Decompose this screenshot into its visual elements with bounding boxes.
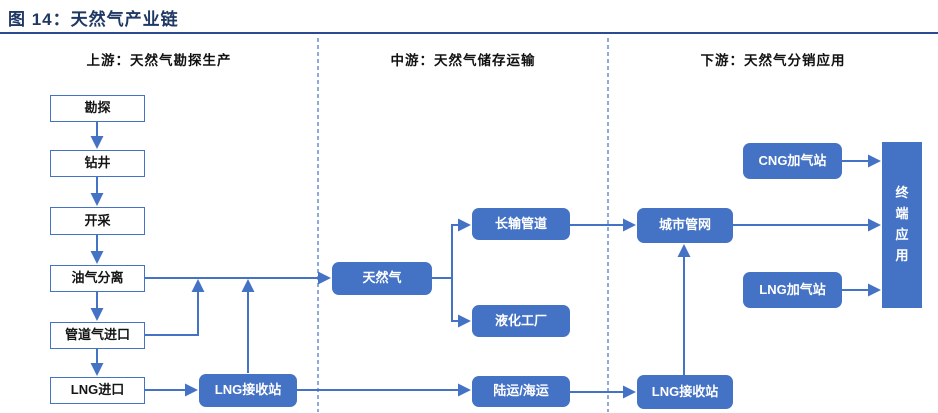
section-header-downstream: 下游：天然气分销应用 [700,53,846,68]
figure-title: 天然气产业链 [70,10,179,29]
node-lng-station: LNG加气站 [743,272,842,308]
section-header-upstream: 上游：天然气勘探生产 [86,53,232,68]
node-drilling: 钻井 [50,150,145,177]
arrow-natural-gas-to-long-pipeline [432,218,471,279]
node-cng-station: CNG加气站 [743,143,842,179]
arrow-natural-gas-to-liquefaction [451,278,471,328]
node-lng-import: LNG进口 [50,377,145,404]
node-extraction: 开采 [50,207,145,235]
node-exploration: 勘探 [50,95,145,122]
node-natural-gas: 天然气 [332,262,432,295]
node-pipeline-gas-import: 管道气进口 [50,322,145,349]
node-city-pipeline-network: 城市管网 [637,208,733,243]
node-lng-receiving-station-upstream: LNG接收站 [199,374,297,407]
section-header-midstream: 中游：天然气储存运输 [390,53,536,68]
figure-number-label: 图 14： [8,10,71,29]
caption-underline [0,32,938,34]
node-oil-gas-separation: 油气分离 [50,265,145,292]
node-liquefaction-plant: 液化工厂 [472,305,570,337]
figure-caption: 图 14：天然气产业链 [8,5,179,30]
node-long-distance-pipeline: 长输管道 [472,208,570,240]
node-terminal-application: 终端应用 [882,142,922,308]
arrow-pipeline-import-join [145,279,205,336]
terminal-application-label: 终端应用 [895,185,909,263]
node-lng-receiving-station-downstream: LNG接收站 [637,375,733,409]
node-land-sea-transport: 陆运/海运 [472,376,570,407]
